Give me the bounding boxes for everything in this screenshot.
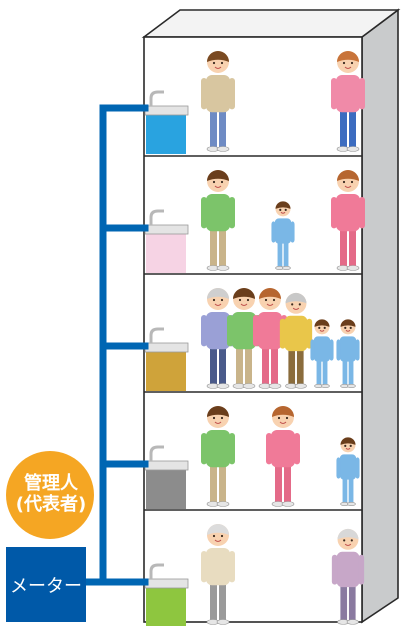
manager-label: 管理人 (代表者) (6, 461, 96, 529)
manager-line2: (代表者) (16, 495, 86, 516)
building-side (362, 10, 398, 622)
sink-cabinet (146, 115, 186, 154)
sink-top (145, 461, 188, 470)
sink-cabinet (146, 470, 186, 509)
sink-top (145, 579, 188, 588)
sink-top (145, 106, 188, 115)
sink-cabinet (146, 588, 186, 626)
sink-top (145, 343, 188, 352)
manager-line1: 管理人 (24, 474, 78, 495)
sink-cabinet (146, 352, 186, 391)
meter-label: メーター (6, 547, 86, 622)
sink-top (145, 225, 188, 234)
building-roof (144, 10, 398, 37)
sink-cabinet (146, 234, 186, 273)
